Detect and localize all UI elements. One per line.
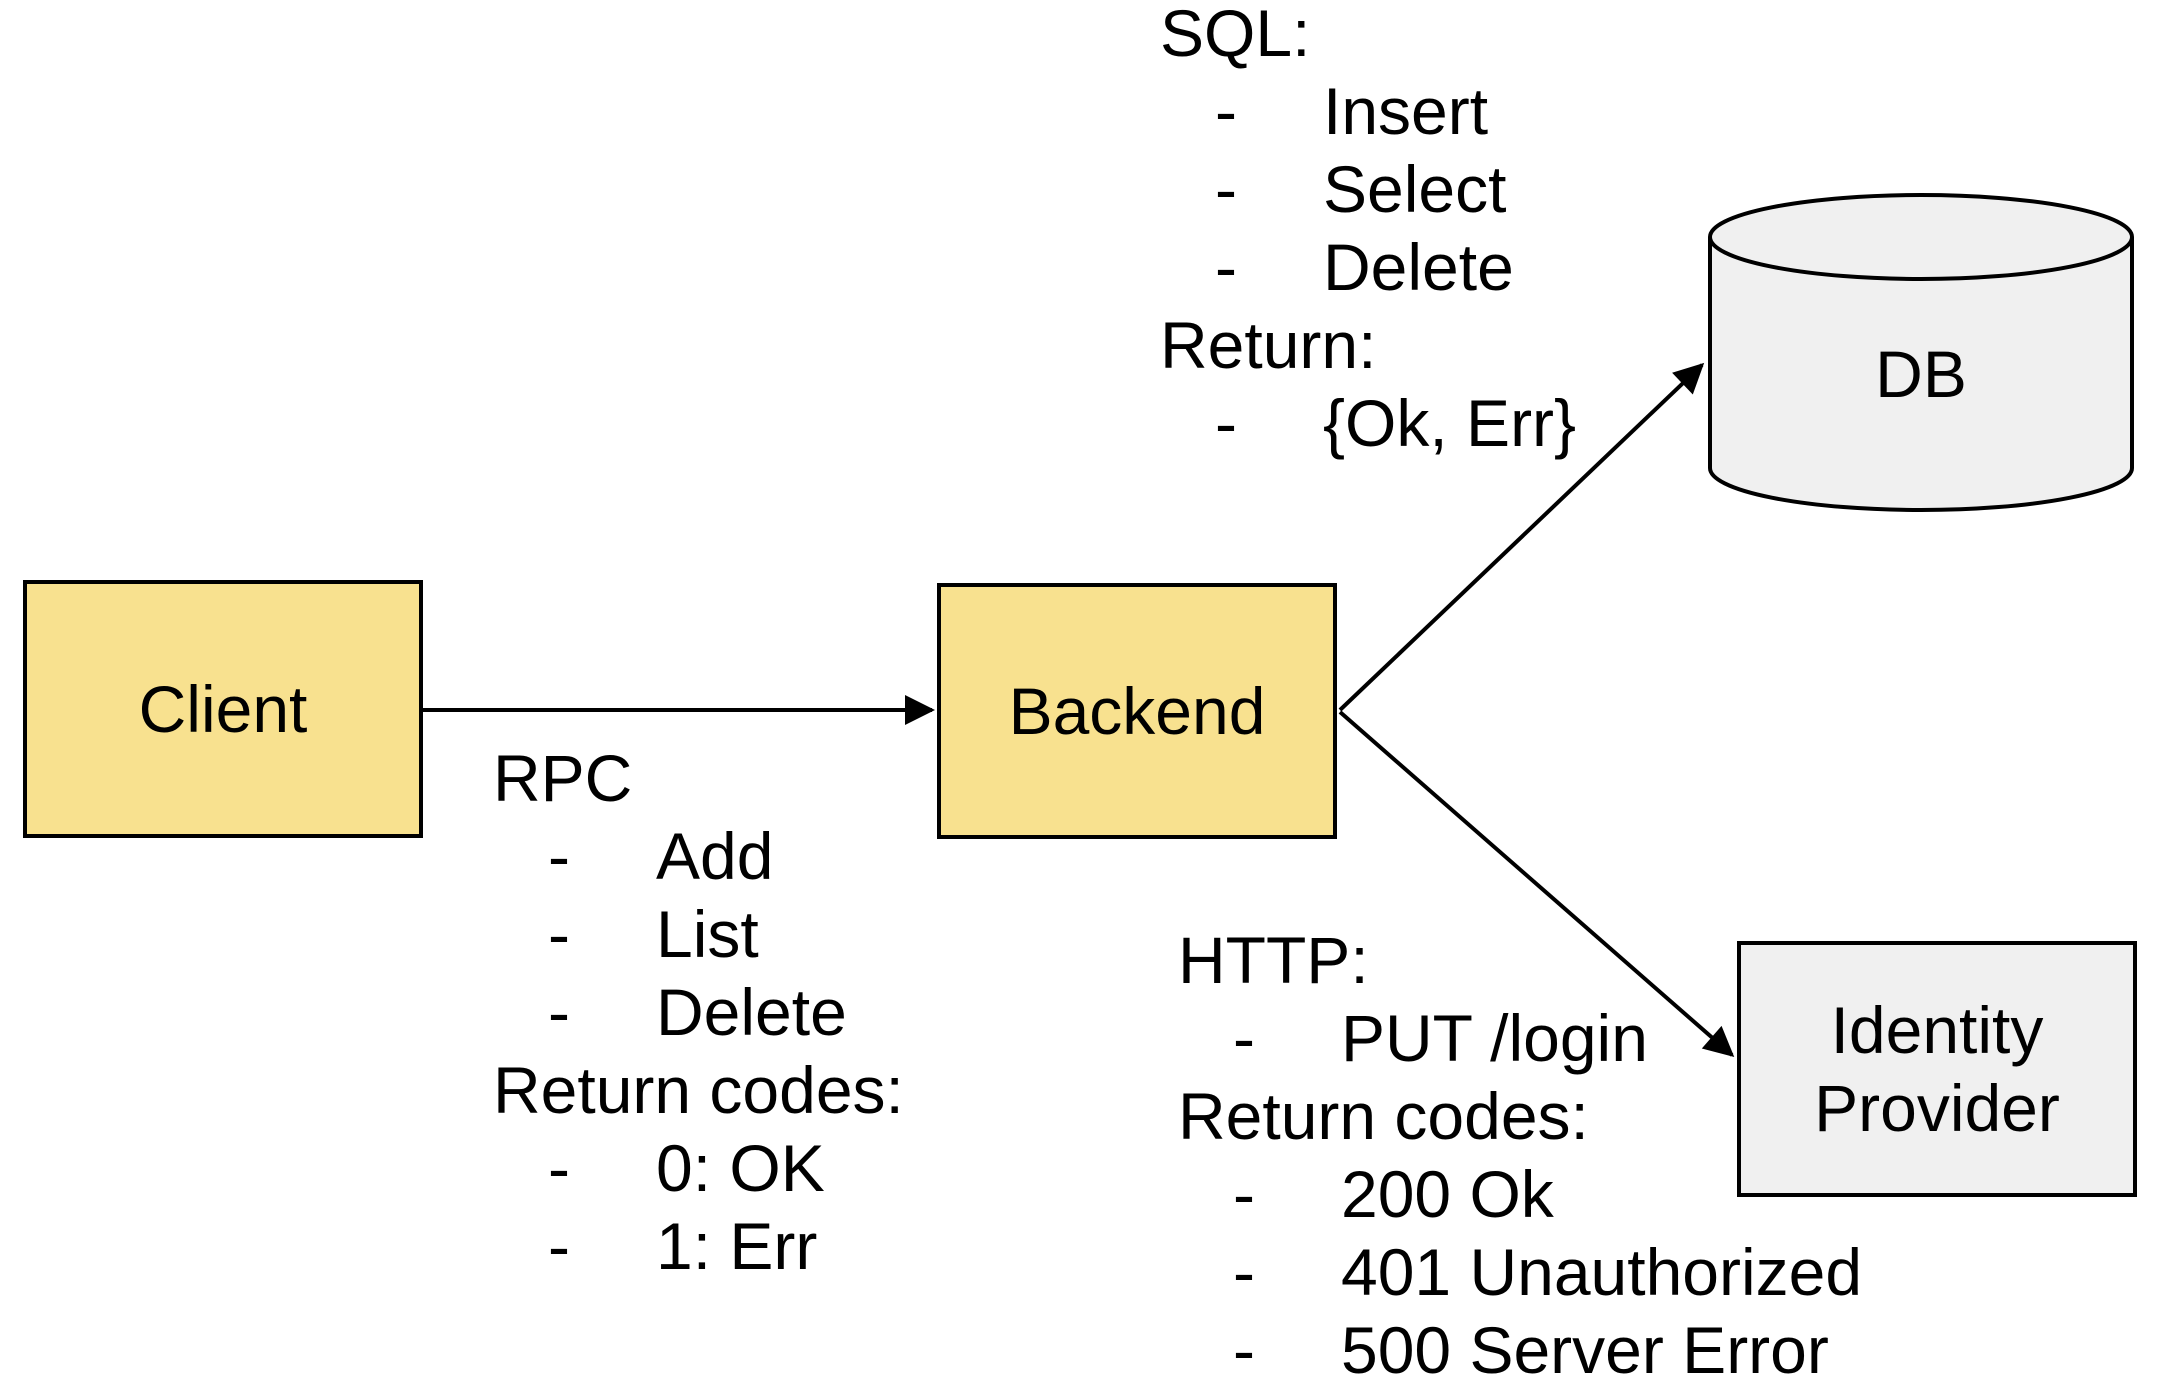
http-item: - 500 Server Error	[1178, 1311, 1862, 1389]
backend-idp-arrow	[1338, 710, 1735, 1057]
sql-heading: SQL:	[1160, 0, 1311, 70]
rpc-item-text: 1: Err	[656, 1209, 818, 1283]
sql-item: - Insert	[1160, 72, 1576, 150]
http-item-text: 500 Server Error	[1341, 1313, 1829, 1387]
identity-provider-node: Identity Provider	[1737, 941, 2137, 1197]
rpc-subheading: Return codes:	[493, 1053, 904, 1127]
rpc-item: - List	[493, 895, 904, 973]
db-node-label-wrap: DB	[1710, 237, 2132, 510]
sql-item-text: Select	[1323, 152, 1507, 226]
bullet-dash: -	[1215, 230, 1237, 304]
backend-node-label: Backend	[1008, 674, 1266, 748]
rpc-item: - Delete	[493, 973, 904, 1051]
sql-item-text: Insert	[1323, 74, 1489, 148]
backend-db-arrow	[1338, 362, 1705, 712]
db-cylinder	[1708, 193, 2134, 512]
sql-item: - Delete	[1160, 228, 1576, 306]
http-item-text: 200 Ok	[1341, 1157, 1554, 1231]
identity-provider-node-label: Identity Provider	[1814, 993, 2060, 1145]
bullet-dash: -	[1233, 1001, 1255, 1075]
bullet-dash: -	[1215, 386, 1237, 460]
bullet-dash: -	[1233, 1313, 1255, 1387]
rpc-item: - 0: OK	[493, 1129, 904, 1207]
sql-item-text: {Ok, Err}	[1323, 386, 1577, 460]
bullet-dash: -	[1215, 152, 1237, 226]
bullet-dash: -	[1233, 1157, 1255, 1231]
db-node-label: DB	[1875, 336, 1967, 411]
rpc-item: - 1: Err	[493, 1207, 904, 1285]
http-annotation: HTTP: -PUT /login Return codes: -200 Ok …	[1178, 921, 1862, 1389]
http-item: - 200 Ok	[1178, 1155, 1862, 1233]
bullet-dash: -	[548, 1209, 570, 1283]
bullet-dash: -	[548, 897, 570, 971]
http-item-text: PUT /login	[1341, 1001, 1648, 1075]
db-cylinder-top	[1708, 193, 2134, 281]
sql-subheading: Return:	[1160, 308, 1377, 382]
rpc-annotation: RPC - Add - List - Delete Return codes: - 0:…	[493, 739, 904, 1285]
http-item: - 401 Unauthorized	[1178, 1233, 1862, 1311]
rpc-item-text: List	[656, 897, 759, 971]
rpc-item-text: Delete	[656, 975, 847, 1049]
backend-node: Backend	[937, 583, 1337, 839]
sql-item: - {Ok, Err}	[1160, 384, 1576, 462]
http-item-text: 401 Unauthorized	[1341, 1235, 1863, 1309]
bullet-dash: -	[548, 975, 570, 1049]
http-heading: HTTP:	[1178, 923, 1369, 997]
sql-item-text: Delete	[1323, 230, 1514, 304]
rpc-item: - Add	[493, 817, 904, 895]
sql-annotation: SQL: - Insert - Select - Delete Return: - {O…	[1160, 0, 1576, 462]
rpc-item-text: Add	[656, 819, 774, 893]
db-cylinder-body	[1708, 237, 2134, 512]
http-item: - PUT /login	[1178, 999, 1862, 1077]
http-subheading: Return codes:	[1178, 1079, 1589, 1153]
client-node: Client	[23, 580, 423, 838]
rpc-item-text: 0: OK	[656, 1131, 825, 1205]
bullet-dash: -	[548, 819, 570, 893]
bullet-dash: -	[1233, 1235, 1255, 1309]
bullet-dash: -	[1215, 74, 1237, 148]
client-node-label: Client	[138, 672, 308, 746]
sql-item: - Select	[1160, 150, 1576, 228]
bullet-dash: -	[548, 1131, 570, 1205]
rpc-heading: RPC	[493, 741, 633, 815]
